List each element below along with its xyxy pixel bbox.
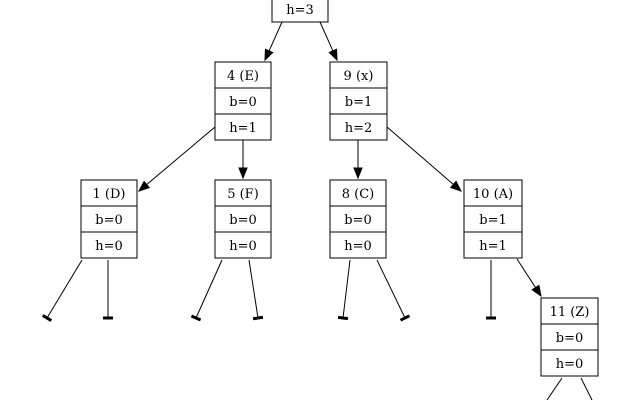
null-child-n5-left	[190, 259, 223, 322]
node-label-text: 8 (C)	[342, 187, 375, 202]
node-box	[271, 0, 329, 23]
arrowhead-icon	[238, 167, 248, 180]
arrowhead-icon	[531, 284, 542, 298]
null-tee-icon	[399, 314, 411, 322]
node-label-text: 9 (x)	[344, 69, 374, 84]
node-box	[80, 179, 138, 259]
edge-line	[386, 126, 455, 186]
node-box	[540, 297, 599, 377]
edges-layer	[41, 21, 593, 400]
node-box	[214, 61, 272, 141]
node-height-text: h=0	[344, 239, 372, 254]
edge-line	[145, 126, 216, 186]
edge-root-n9	[319, 21, 338, 62]
tree-node-n4: 4 (E) b=0 h=1	[214, 61, 272, 141]
null-edge-line	[46, 259, 83, 319]
null-edge-line	[546, 377, 563, 400]
null-tee-icon	[190, 314, 202, 322]
node-balance-text: b=0	[344, 213, 372, 228]
edge-line	[516, 258, 537, 289]
node-label-text: 4 (E)	[227, 69, 259, 84]
null-child-n11-left	[546, 377, 563, 400]
edge-line	[319, 21, 334, 52]
node-balance-text: b=0	[229, 213, 257, 228]
arrowhead-icon	[353, 167, 363, 180]
tree-node-n1: 1 (D) b=0 h=0	[80, 179, 138, 259]
null-child-n1-right	[103, 260, 113, 320]
tree-node-n5: 5 (F) b=0 h=0	[214, 179, 272, 259]
node-height-text: h=0	[556, 357, 584, 372]
node-height-text: h=3	[286, 3, 314, 18]
null-edge-line	[580, 377, 593, 400]
edge-root-n4	[264, 21, 283, 62]
null-child-n8-left	[337, 259, 351, 321]
edge-n4-n5	[238, 140, 248, 180]
null-edge-line	[195, 259, 223, 319]
node-box	[463, 179, 523, 259]
node-label-text: 10 (A)	[473, 187, 513, 202]
node-box	[214, 179, 272, 259]
arrowhead-icon	[137, 180, 151, 192]
null-child-n11-right	[580, 377, 593, 400]
null-tee-icon	[252, 315, 264, 321]
node-height-text: h=2	[345, 121, 373, 136]
null-tee-icon	[337, 315, 349, 321]
arrowhead-icon	[328, 48, 338, 62]
node-balance-text: b=1	[345, 95, 373, 110]
node-height-text: h=1	[479, 239, 507, 254]
null-child-n5-right	[248, 259, 264, 321]
node-height-text: h=1	[229, 121, 257, 136]
null-edge-line	[376, 259, 406, 319]
tree-node-n10: 10 (A) b=1 h=1	[463, 179, 523, 259]
node-label-text: 1 (D)	[93, 187, 126, 202]
tree-node-n8: 8 (C) b=0 h=0	[329, 179, 387, 259]
arrowhead-icon	[449, 180, 463, 192]
null-edge-line	[248, 259, 259, 319]
edge-n10-n11	[516, 258, 542, 298]
edge-n9-n8	[353, 140, 363, 180]
node-label-text: 5 (F)	[227, 187, 259, 202]
null-child-n8-right	[376, 259, 411, 322]
tree-node-root: h=3	[271, 0, 329, 23]
tree-node-n11: 11 (Z) b=0 h=0	[540, 297, 599, 377]
edge-n4-n1	[137, 126, 216, 192]
null-tee-icon	[41, 314, 53, 322]
null-child-n10-left	[486, 260, 496, 320]
node-balance-text: b=0	[95, 213, 123, 228]
node-balance-text: b=1	[479, 213, 507, 228]
node-label-text: 11 (Z)	[550, 305, 590, 320]
null-edge-line	[342, 259, 351, 319]
node-height-text: h=0	[229, 239, 257, 254]
node-height-text: h=0	[95, 239, 123, 254]
node-balance-text: b=0	[556, 331, 584, 346]
node-box	[329, 61, 388, 141]
null-child-n1-left	[41, 259, 83, 322]
edge-line	[268, 21, 283, 52]
node-balance-text: b=0	[229, 95, 257, 110]
node-box	[329, 179, 387, 259]
edge-n9-n10	[386, 126, 463, 192]
tree-node-n9: 9 (x) b=1 h=2	[329, 61, 388, 141]
arrowhead-icon	[264, 48, 274, 62]
nodes-layer: h=34 (E)b=0h=19 (x)b=1h=21 (D)b=0h=05 (F…	[80, 0, 599, 377]
